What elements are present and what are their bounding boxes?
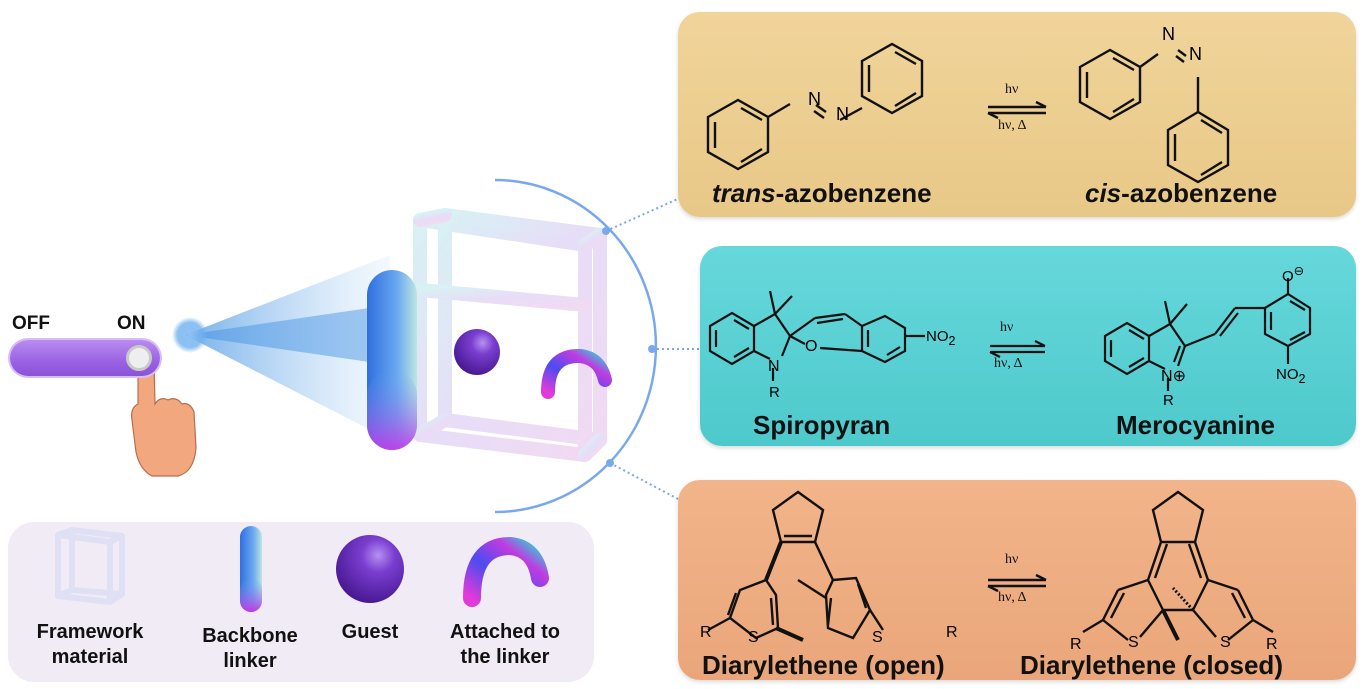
atom-o: O xyxy=(805,338,818,355)
switch-on-label: ON xyxy=(117,313,146,334)
cis-azobenzene-label: cis-azobenzene xyxy=(1085,178,1278,208)
atom-s: S xyxy=(748,629,759,646)
atom-o-minus: O⊖ xyxy=(1282,264,1305,285)
spiropyran-forward-label: hν xyxy=(1000,320,1014,335)
azobenzene-panel xyxy=(678,12,1356,217)
diarylethene-open-label: Diarylethene (open) xyxy=(702,650,945,680)
trans-azobenzene-label: trans-azobenzene xyxy=(712,178,932,208)
connector-top xyxy=(605,197,681,232)
sphere-guest-icon xyxy=(336,535,404,603)
light-switch-knob[interactable] xyxy=(126,345,152,371)
atom-n-plus: N⊕ xyxy=(1161,368,1186,385)
legend-label-guest: Guest xyxy=(341,621,399,643)
light-source-icon xyxy=(172,317,208,353)
merocyanine-label: Merocyanine xyxy=(1116,410,1275,440)
light-beam xyxy=(185,255,390,440)
illustration-canvas xyxy=(131,178,700,514)
atom-s: S xyxy=(1220,634,1231,651)
nitro-group: NO2 xyxy=(926,328,956,348)
diarylethene-forward-label: hν xyxy=(1005,552,1019,567)
atom-n: N xyxy=(836,104,849,124)
atom-r: R xyxy=(769,384,780,401)
atom-r: R xyxy=(1070,636,1082,653)
spiropyran-reverse-label: hν, Δ xyxy=(994,356,1023,371)
guest-molecule xyxy=(454,329,500,375)
attached-group xyxy=(541,349,612,399)
atom-s: S xyxy=(872,629,883,646)
cube-framework-icon xyxy=(55,527,125,605)
framework-cube xyxy=(413,208,607,462)
atom-r: R xyxy=(1163,392,1174,409)
atom-r: R xyxy=(700,624,712,641)
connector-bottom xyxy=(609,462,681,501)
atom-r: R xyxy=(1266,636,1278,653)
azobenzene-structures xyxy=(706,42,1230,184)
diarylethene-structures xyxy=(707,490,1274,642)
light-beam-core xyxy=(185,305,390,365)
azobenzene-reverse-label: hν, Δ xyxy=(998,118,1027,133)
spiropyran-label: Spiropyran xyxy=(753,410,891,440)
spiropyran-structures xyxy=(708,278,1312,391)
switch-off-label: OFF xyxy=(12,313,50,334)
atom-r: R xyxy=(946,624,958,641)
atom-n: N xyxy=(768,358,780,375)
atom-n: N xyxy=(1189,44,1202,64)
atom-s: S xyxy=(1128,634,1139,651)
diarylethene-reverse-label: hν, Δ xyxy=(998,590,1027,605)
azobenzene-forward-label: hν xyxy=(1005,82,1019,97)
nitro-group: NO2 xyxy=(1276,366,1306,386)
diarylethene-closed-label: Diarylethene (closed) xyxy=(1020,650,1283,680)
legend-icons xyxy=(55,526,549,612)
atom-n: N xyxy=(1162,24,1175,44)
zoom-arc xyxy=(494,178,658,514)
arc-attached-icon xyxy=(463,536,549,607)
atom-n: N xyxy=(808,89,821,109)
